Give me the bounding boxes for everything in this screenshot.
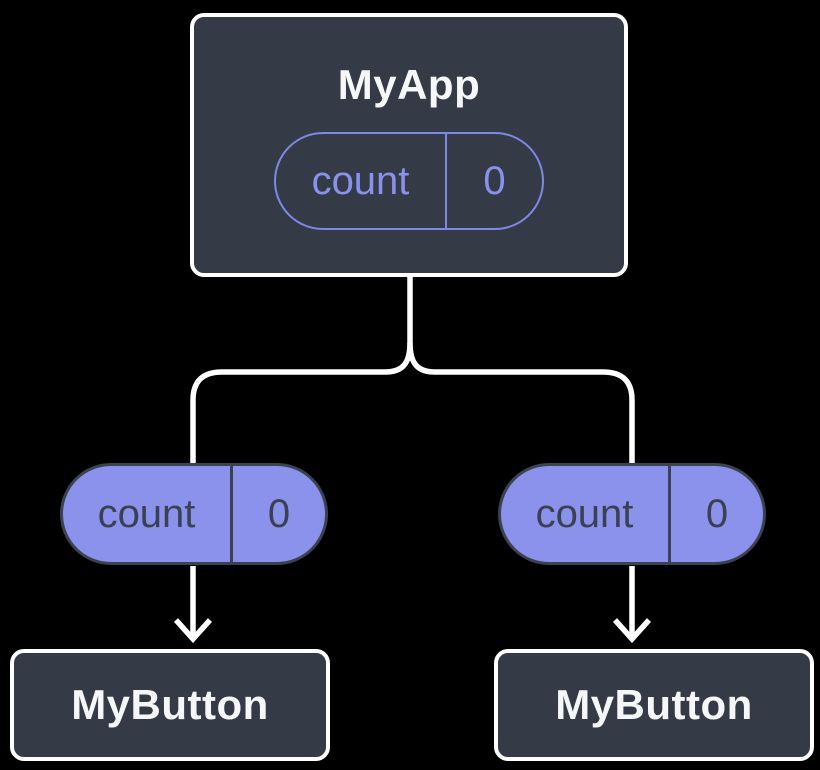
state-value-label: 0	[483, 158, 506, 203]
mybutton-title: MyButton	[71, 680, 269, 728]
prop-pill-right: count 0	[498, 463, 766, 565]
mybutton-node-left: MyButton	[10, 649, 330, 761]
arrow-right-head-icon	[612, 618, 652, 644]
state-key-label: count	[276, 134, 447, 229]
prop-key-label: count	[501, 466, 671, 562]
prop-pill-left: count 0	[60, 463, 328, 565]
arrow-left-head-icon	[173, 618, 213, 644]
myapp-title: MyApp	[337, 60, 481, 108]
branch-right-line	[407, 342, 635, 464]
mybutton-title: MyButton	[555, 680, 753, 728]
mybutton-node-right: MyButton	[494, 649, 814, 761]
prop-value-label: 0	[267, 491, 291, 536]
myapp-state-pill: count 0	[274, 132, 544, 231]
prop-value-label: 0	[705, 491, 729, 536]
myapp-node: MyApp count 0	[190, 13, 628, 277]
branch-left-line	[190, 342, 413, 464]
prop-key-label: count	[63, 466, 233, 562]
